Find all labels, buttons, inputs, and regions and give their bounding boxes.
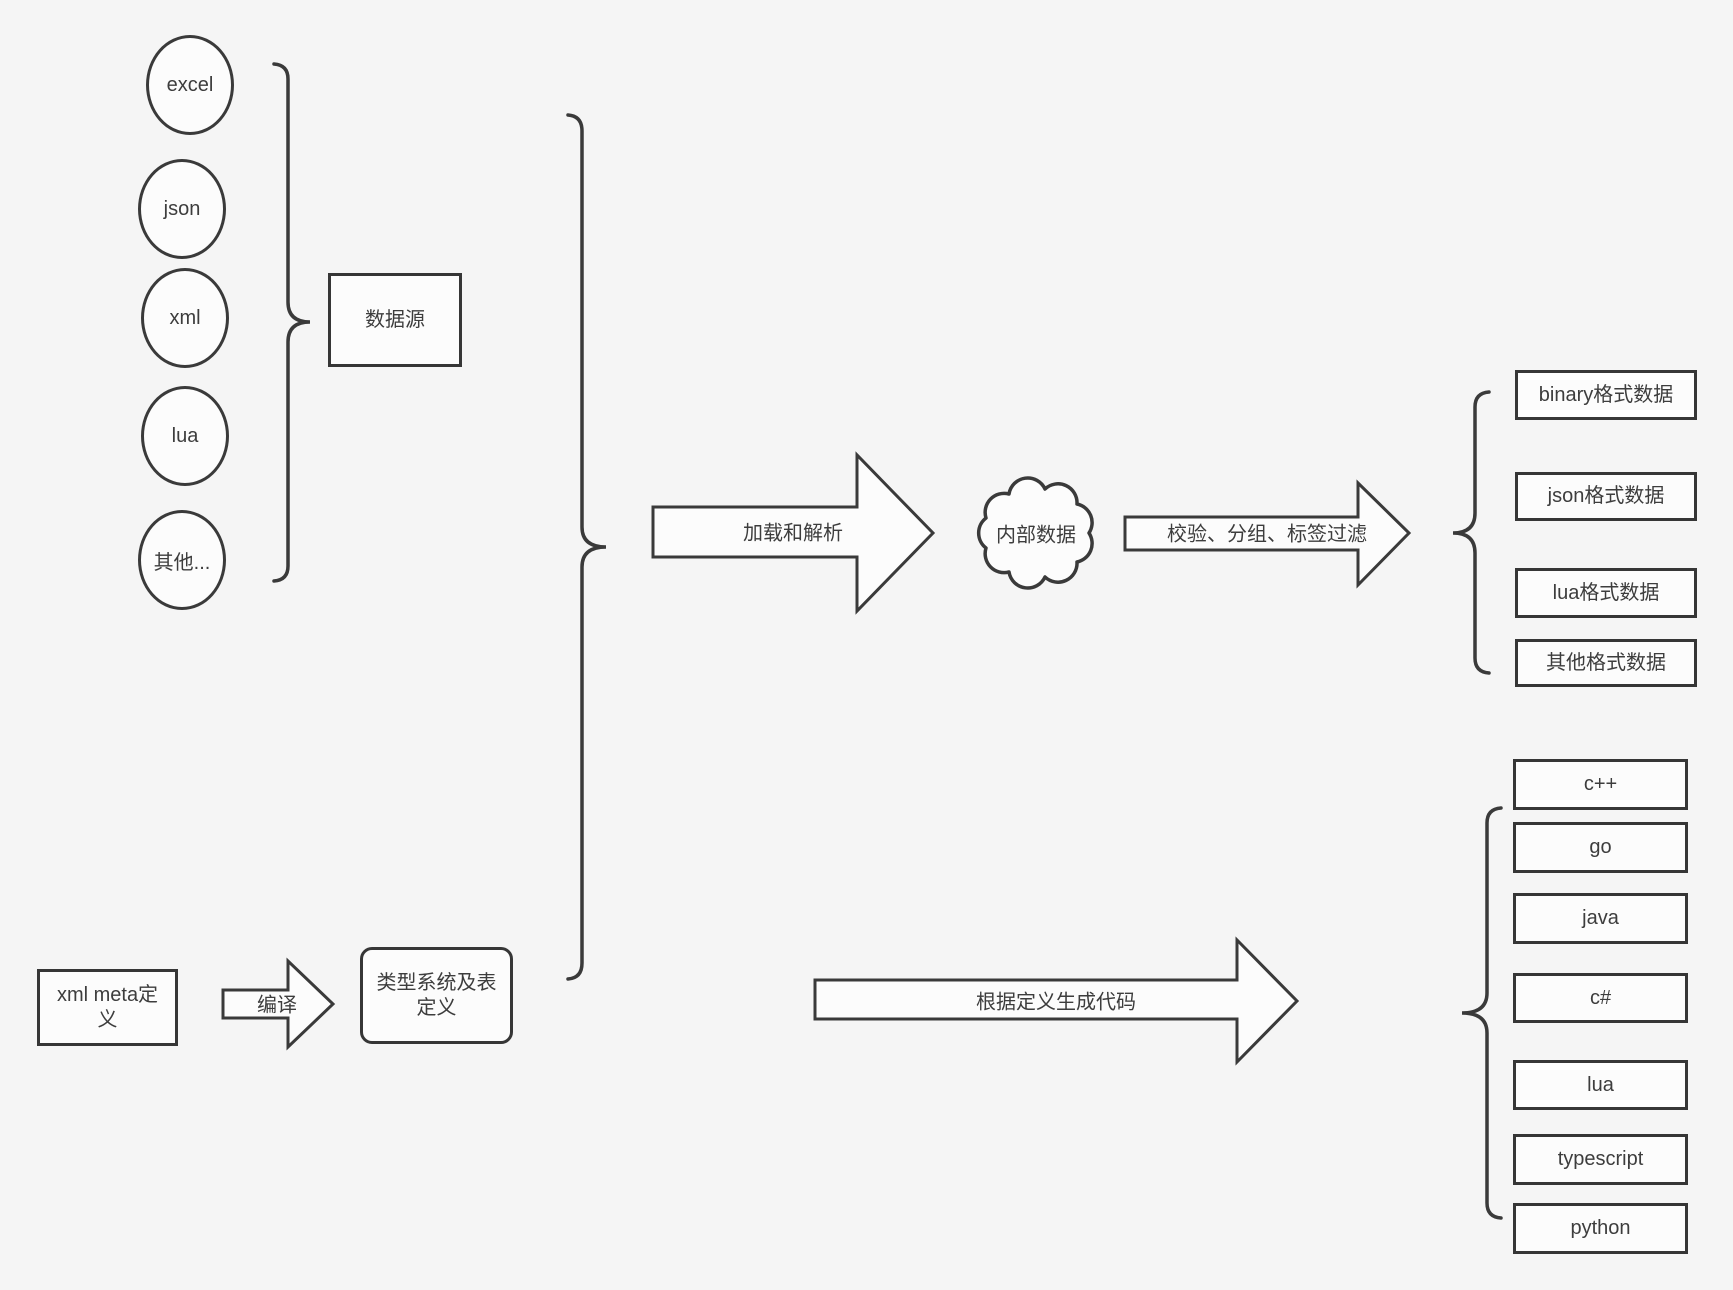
xml-meta-definition-label: xml meta定义 — [56, 983, 159, 1031]
languages-brace — [1461, 806, 1503, 1220]
language-label-csharp: c# — [1589, 986, 1612, 1009]
output-label-lua: lua格式数据 — [1552, 581, 1660, 604]
filter-arrow-label: 校验、分组、标签过滤 — [1167, 523, 1367, 546]
output-label-binary: binary格式数据 — [1538, 383, 1674, 406]
language-box-go: go — [1513, 822, 1688, 873]
language-box-lua: lua — [1513, 1060, 1688, 1110]
language-box-typescript: typescript — [1513, 1134, 1688, 1185]
type-system-box: 类型系统及表定义 — [360, 947, 513, 1044]
language-label-typescript: typescript — [1557, 1148, 1644, 1170]
load-parse-arrow-label: 加载和解析 — [743, 522, 843, 545]
source-ellipse-excel: excel — [146, 35, 234, 135]
generate-code-arrow — [813, 936, 1300, 1066]
language-label-cpp: c++ — [1583, 773, 1618, 795]
data-source-group-label: 数据源 — [365, 308, 425, 331]
language-box-cpp: c++ — [1513, 759, 1688, 810]
inputs-brace — [566, 113, 607, 981]
compile-arrow — [221, 957, 336, 1051]
load-parse-arrow — [651, 451, 936, 615]
language-box-python: python — [1513, 1203, 1688, 1254]
language-label-java: java — [1582, 907, 1619, 929]
sources-brace — [272, 62, 311, 583]
source-ellipse-lua: lua — [141, 386, 229, 486]
source-ellipse-xml: xml — [141, 268, 229, 368]
language-label-python: python — [1570, 1217, 1631, 1239]
language-label-lua: lua — [1587, 1073, 1614, 1096]
data-source-group-box: 数据源 — [328, 273, 462, 367]
filter-arrow — [1123, 479, 1412, 589]
source-label-json: json — [163, 197, 201, 220]
language-box-csharp: c# — [1513, 973, 1688, 1023]
internal-data-cloud-label: 内部数据 — [996, 524, 1076, 547]
source-label-other: 其他... — [153, 551, 211, 574]
output-box-json: json格式数据 — [1515, 472, 1697, 521]
output-box-binary: binary格式数据 — [1515, 370, 1697, 420]
output-label-other: 其他格式数据 — [1546, 651, 1666, 674]
output-box-lua: lua格式数据 — [1515, 568, 1697, 618]
generate-code-arrow-label: 根据定义生成代码 — [976, 991, 1136, 1014]
outputs-brace — [1452, 390, 1491, 675]
source-label-excel: excel — [166, 73, 214, 96]
source-label-lua: lua — [171, 424, 199, 447]
type-system-label: 类型系统及表定义 — [376, 971, 497, 1019]
internal-data-cloud — [976, 476, 1094, 590]
source-label-xml: xml — [169, 306, 201, 329]
xml-meta-definition-box: xml meta定义 — [37, 969, 178, 1046]
language-label-go: go — [1589, 836, 1612, 858]
output-label-json: json格式数据 — [1547, 485, 1665, 507]
output-box-other: 其他格式数据 — [1515, 639, 1697, 687]
language-box-java: java — [1513, 893, 1688, 944]
compile-arrow-label: 编译 — [257, 994, 297, 1017]
source-ellipse-json: json — [138, 159, 226, 259]
source-ellipse-other: 其他... — [138, 510, 226, 610]
